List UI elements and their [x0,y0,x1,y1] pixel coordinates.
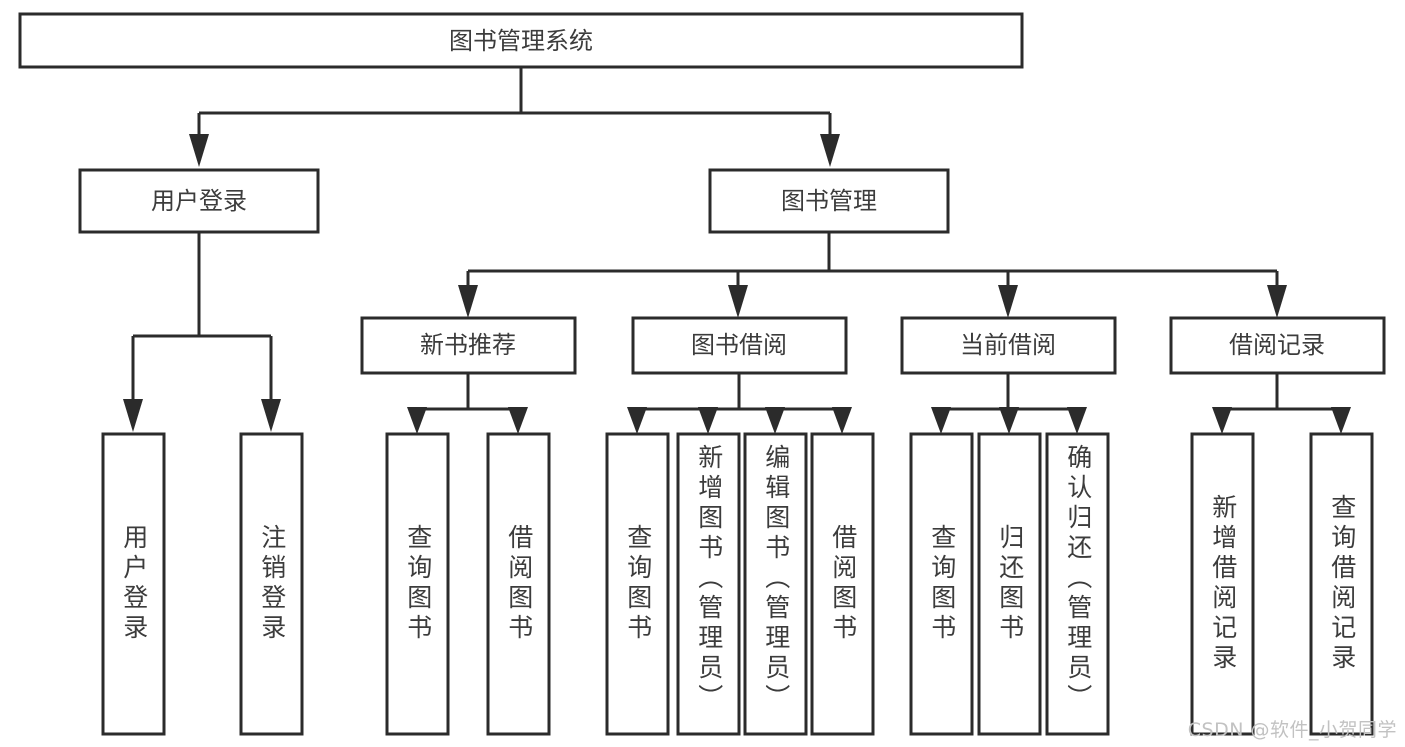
node-leaf-add-borrow-record-box[interactable] [1190,432,1255,736]
arrowhead-bm-to-book-borrow [728,285,748,318]
node-root-box[interactable] [18,12,1024,69]
arrowhead-bm-to-current-borrow [998,285,1018,318]
node-leaf-return-book-box[interactable] [977,432,1042,736]
arrowhead-root-to-user-login [189,134,209,167]
node-leaf-borrow-book-2-box[interactable] [810,432,875,736]
node-current-borrow-label: 当前借阅 [960,331,1056,359]
arrowhead-bm-to-borrow-record [1267,285,1287,318]
node-book-management-label: 图书管理 [781,187,877,215]
arrowhead-bookborrow-to-l1 [627,407,647,434]
arrowhead-borrowrecord-to-l1 [1212,407,1232,434]
arrowhead-currentborrow-to-l2 [999,407,1019,434]
node-leaf-query-borrow-record-box[interactable] [1309,432,1374,736]
watermark-text: CSDN @软件_小贺同学 [1187,719,1397,741]
node-borrow-record-label: 借阅记录 [1229,331,1325,359]
node-leaf-borrow-book-1-box[interactable] [486,432,551,736]
arrowhead-currentborrow-to-l1 [931,407,951,434]
arrowhead-newbook-to-l1 [407,407,427,434]
node-book-borrow-box[interactable] [631,316,848,375]
node-borrow-record-box[interactable] [1169,316,1386,375]
node-leaf-query-book-3-box[interactable] [909,432,974,736]
node-new-book-recommend-box[interactable] [360,316,577,375]
arrowhead-bookborrow-to-l2 [698,407,718,434]
node-leaf-confirm-return-box[interactable] [1045,432,1110,736]
node-current-borrow-box[interactable] [900,316,1117,375]
arrowhead-currentborrow-to-l3 [1067,407,1087,434]
arrowhead-bm-to-new-book [458,285,478,318]
node-leaf-user-login-box[interactable] [101,432,166,736]
node-leaf-edit-book-box[interactable] [743,432,808,736]
node-book-borrow-label: 图书借阅 [691,331,787,359]
node-leaf-query-book-1-box[interactable] [385,432,450,736]
arrowhead-bookborrow-to-l3 [765,407,785,434]
arrowhead-root-to-book-management [820,134,840,167]
node-book-management-box[interactable] [708,168,950,234]
arrowhead-bookborrow-to-l4 [832,407,852,434]
node-new-book-recommend-label: 新书推荐 [420,331,516,359]
arrowhead-borrowrecord-to-l2 [1331,407,1351,434]
arrowhead-user-login-to-leaf1 [123,399,143,432]
arrowhead-newbook-to-l2 [508,407,528,434]
node-user-login-label: 用户登录 [151,187,247,215]
arrowhead-user-login-to-leaf2 [261,399,281,432]
node-leaf-query-book-2-box[interactable] [605,432,670,736]
node-leaf-logout-login-box[interactable] [239,432,304,736]
node-root-label: 图书管理系统 [449,27,593,55]
node-leaf-add-book-box[interactable] [676,432,741,736]
